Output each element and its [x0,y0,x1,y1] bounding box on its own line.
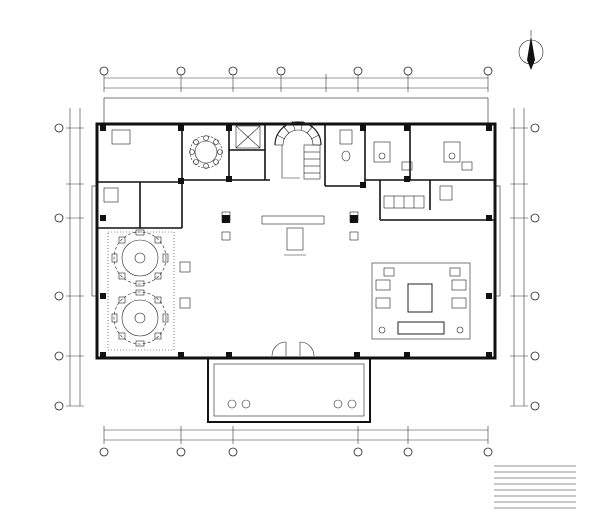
bottom-axis-bubbles [99,447,493,457]
top-dimension-chain [103,74,489,92]
banquet-area-outline [107,231,175,351]
banquet-table-icon [111,229,169,287]
exterior-walls [91,122,501,360]
bottom-dimension-chain [103,426,489,444]
right-axis-bubbles [530,123,540,411]
left-dimension-chain [66,108,84,407]
right-dimension-chain [510,108,528,407]
entrance-doors [271,341,315,357]
drawing-notes [494,465,576,509]
north-arrow-icon [518,30,544,70]
elevator-icon [235,125,261,149]
roof-parapet-line [103,97,489,125]
lounge-seating-icon [371,262,471,340]
private-dining-table-icon [189,135,223,169]
hall-chairs [179,211,359,309]
washroom-fixtures [103,129,473,203]
banquet-table-icon [111,289,169,347]
kitchen-counter [383,185,453,209]
interior-walls [97,124,495,229]
left-axis-bubbles [54,123,64,411]
structural-columns [100,125,492,358]
terrace-planters [227,399,357,409]
top-axis-bubbles [99,66,493,76]
reception-desk-icon [261,215,325,256]
spiral-staircase-icon [274,120,322,180]
entrance-terrace [207,357,371,423]
